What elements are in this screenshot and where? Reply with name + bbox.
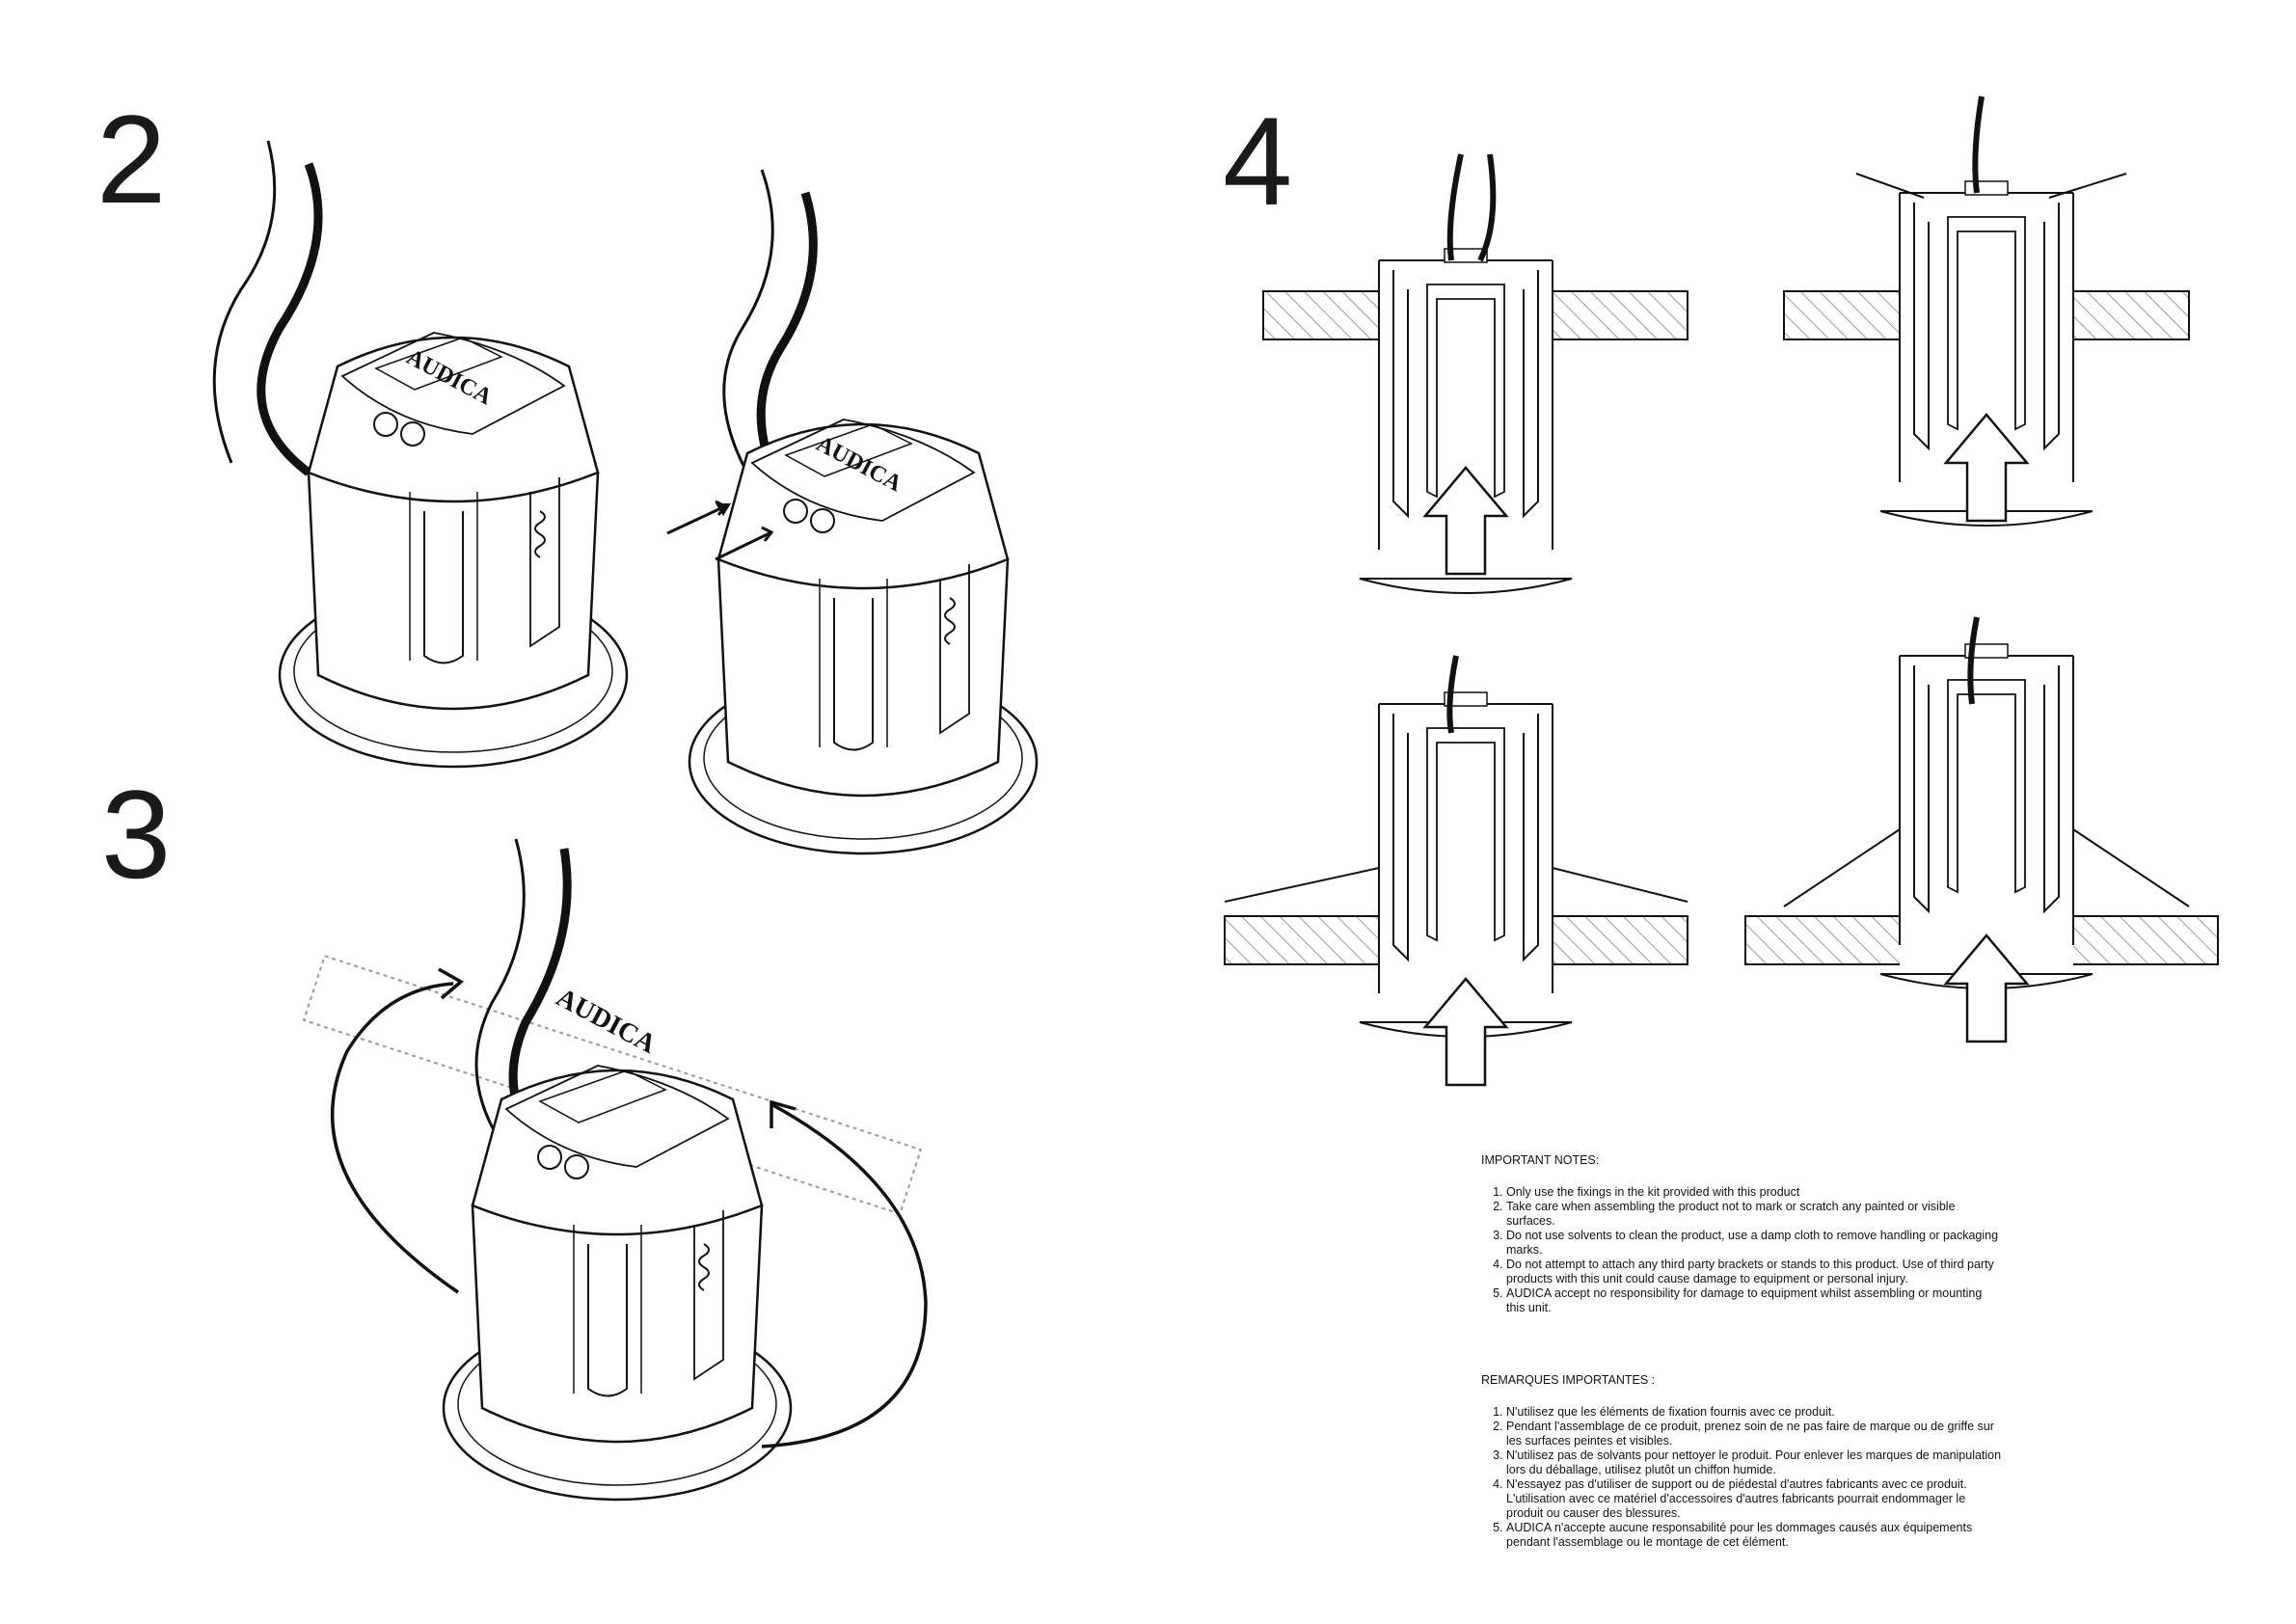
notes-fr-title: REMARQUES IMPORTANTES :	[1481, 1373, 1656, 1387]
list-item: N'essayez pas d'utiliser de support ou d…	[1506, 1477, 2002, 1521]
step4-view-1	[1262, 153, 1688, 594]
important-notes-en: IMPORTANT NOTES: Only use the fixings in…	[1481, 1153, 2002, 1315]
notes-en-title: IMPORTANT NOTES:	[1481, 1153, 1600, 1167]
step3-speaker	[302, 838, 928, 1502]
list-item: N'utilisez pas de solvants pour nettoyer…	[1506, 1448, 2002, 1477]
step2-speaker-right	[666, 169, 1039, 855]
step-number-4: 4	[1223, 91, 1293, 231]
list-item: AUDICA accept no responsibility for dama…	[1506, 1286, 2002, 1315]
list-item: AUDICA n'accepte aucune responsabilité p…	[1506, 1521, 2002, 1550]
step4-view-3	[1224, 655, 1688, 1087]
list-item: Only use the fixings in the kit provided…	[1506, 1185, 2002, 1200]
step2-speaker-left	[209, 140, 629, 769]
list-item: Pendant l'assemblage de ce produit, pren…	[1506, 1420, 2002, 1448]
arrow-icon	[716, 503, 731, 516]
list-item: Take care when assembling the product no…	[1506, 1200, 2002, 1229]
list-item: N'utilisez que les éléments de fixation …	[1506, 1405, 2002, 1420]
step4-view-2	[1783, 95, 2190, 527]
step-number-2: 2	[96, 89, 167, 230]
important-notes-fr: REMARQUES IMPORTANTES : N'utilisez que l…	[1481, 1373, 2002, 1550]
notes-fr-list: N'utilisez que les éléments de fixation …	[1481, 1405, 2002, 1550]
step-number-3: 3	[101, 764, 172, 905]
list-item: Do not attempt to attach any third party…	[1506, 1258, 2002, 1286]
list-item: Do not use solvents to clean the product…	[1506, 1229, 2002, 1258]
notes-en-list: Only use the fixings in the kit provided…	[1481, 1185, 2002, 1315]
step4-view-4	[1744, 616, 2219, 1043]
